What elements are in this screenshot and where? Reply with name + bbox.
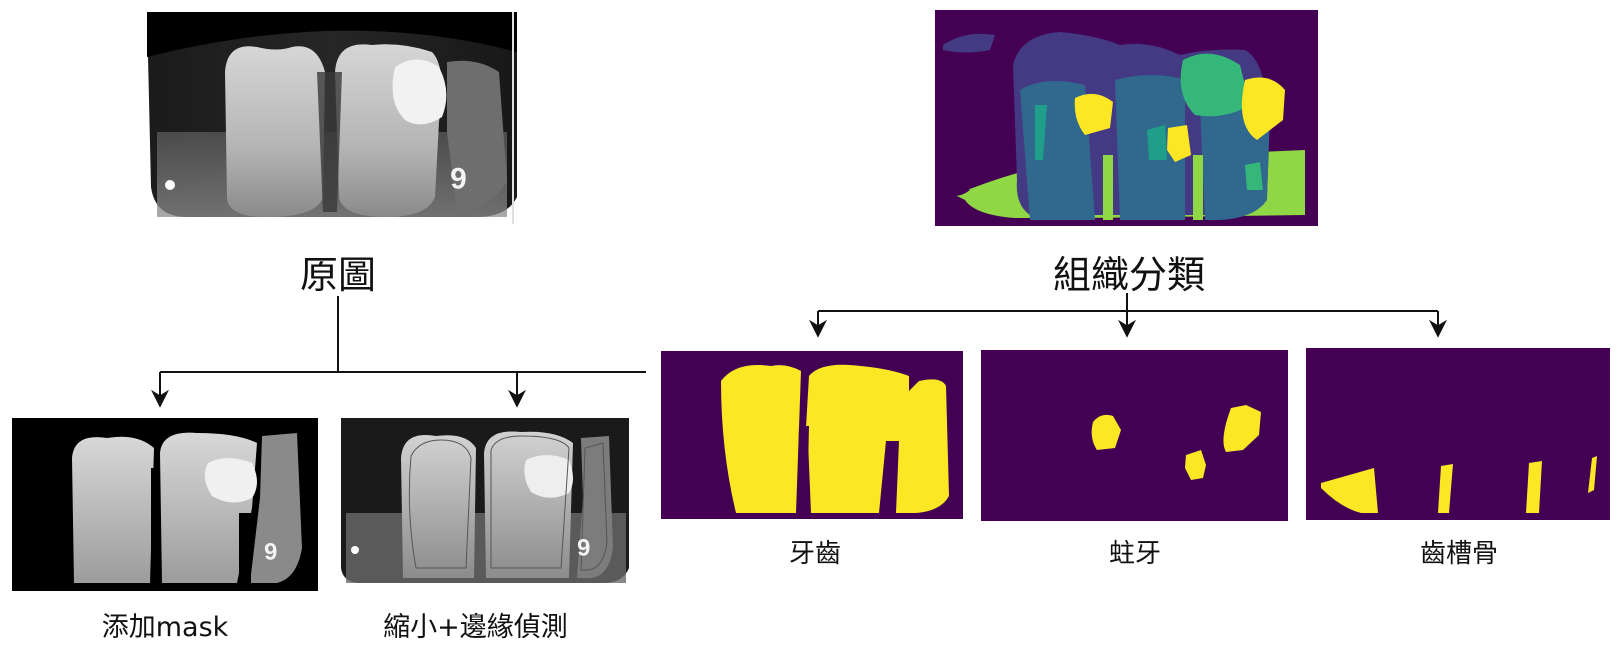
caption-original: 原圖: [299, 253, 376, 297]
teeth-segmentation-image: [661, 351, 963, 519]
caption-shrink-edge-detection: 縮小+邊緣偵測: [383, 612, 568, 643]
caption-alveolar-bone: 齒槽骨: [1419, 539, 1498, 569]
shrink-edge-detection-image: 6: [341, 418, 633, 587]
caption-caries: 蛀牙: [1108, 539, 1161, 569]
original-xray-image: 6: [147, 12, 527, 224]
caption-teeth: 牙齒: [788, 539, 841, 569]
add-mask-image: 6: [12, 418, 318, 591]
caries-segmentation-image: [981, 350, 1288, 521]
mask-number-marker: 6: [264, 537, 278, 564]
caption-add-mask: 添加mask: [101, 612, 229, 643]
caption-tissue-classification: 組織分類: [1052, 253, 1205, 297]
tissue-classification-image: [935, 10, 1318, 226]
alveolar-bone-segmentation-image: [1306, 348, 1610, 520]
edge-number-marker: 6: [577, 533, 591, 560]
xray-number-marker: 6: [450, 161, 467, 194]
